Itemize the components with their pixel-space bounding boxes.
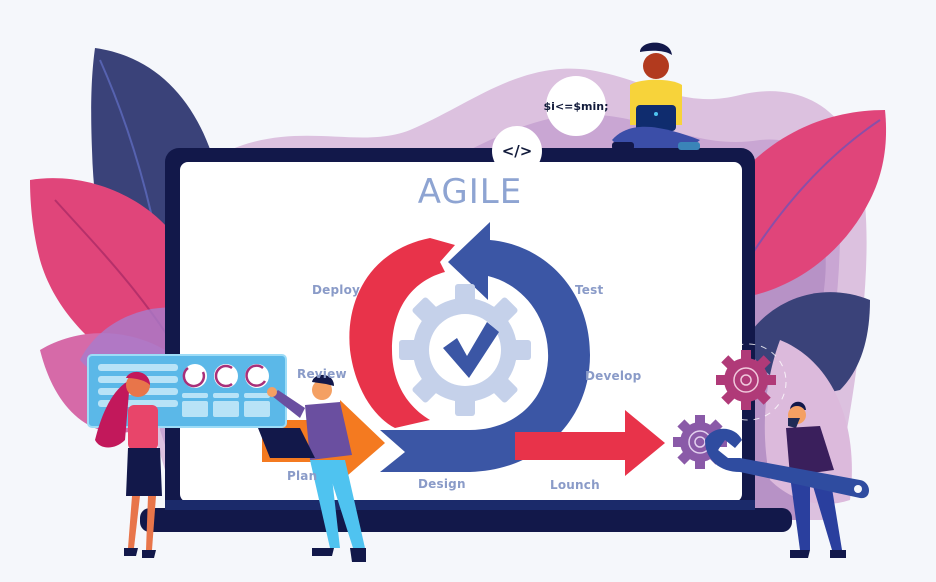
pink-gear-icon [716,350,776,410]
gear-icon [399,284,531,416]
code-tag-icon: </> [501,142,533,160]
code-snippet-text: $i<=$min; [543,99,609,113]
label-plan: Plan [287,469,318,483]
label-develop: Develop [585,369,642,383]
sitting-developer-figure [612,42,700,150]
label-deploy: Deploy [312,283,361,297]
mechanic-figure [705,401,869,558]
label-design: Design [418,477,466,491]
woman-figure [95,371,162,558]
label-review: Review [297,367,347,381]
code-tag-bubble: </> [492,126,542,176]
checkmark-icon [443,322,499,378]
label-test: Test [575,283,604,297]
man-with-laptop-figure [258,374,366,562]
page-title: AGILE [417,172,523,212]
label-launch: Lounch [550,478,600,492]
code-snippet-bubble: $i<=$min; [543,76,609,136]
gears-right [673,343,787,469]
